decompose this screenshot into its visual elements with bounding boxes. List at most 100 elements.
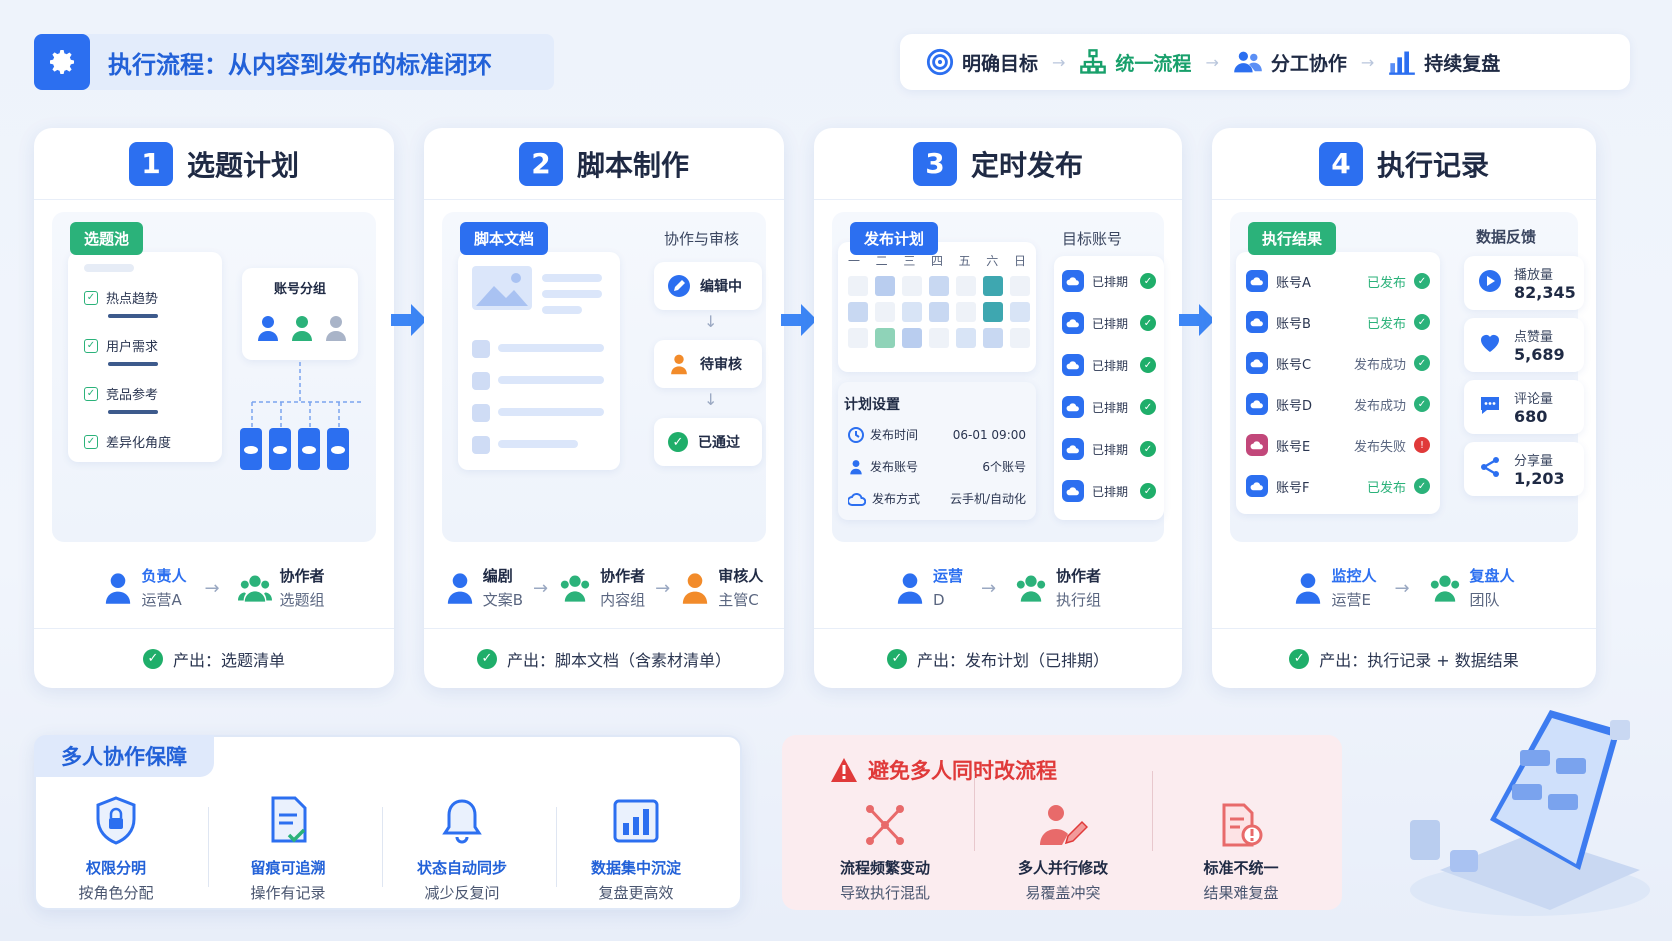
script-document bbox=[458, 252, 620, 470]
laptop-illustration bbox=[1410, 710, 1650, 916]
card-body: 一二三四五六日 发布计划 目标账号 已排期✓已排期✓已排期✓已排期✓已排期✓已排… bbox=[832, 212, 1164, 542]
calendar-day-cell bbox=[1010, 276, 1030, 296]
step-number: 1 bbox=[128, 141, 173, 186]
target-account-row: 已排期✓ bbox=[1062, 432, 1156, 466]
roles-row: 编剧文案B → 协作者内容组 → 审核人主管C bbox=[442, 548, 766, 628]
risk-item: 多人并行修改易覆盖冲突 bbox=[978, 803, 1148, 903]
check-icon: ✓ bbox=[668, 432, 688, 452]
cloud-icon bbox=[1062, 396, 1084, 418]
group-icon bbox=[1016, 575, 1046, 602]
role-monitor: 监控人运营E bbox=[1293, 564, 1376, 612]
arrow-icon: → bbox=[204, 577, 220, 599]
top-steps-bar: 明确目标 → 统一流程 → 分工协作 → 持续复盘 bbox=[900, 34, 1630, 90]
check-icon: ✓ bbox=[1140, 483, 1156, 499]
target-account-row: 已排期✓ bbox=[1062, 474, 1156, 508]
step-number: 2 bbox=[518, 141, 563, 186]
checkbox-icon: ✓ bbox=[84, 434, 98, 449]
shield-lock-icon bbox=[96, 796, 136, 845]
review-step-pending: 待审核 bbox=[654, 340, 762, 388]
cloud-icon bbox=[1246, 270, 1268, 292]
card-body: ✓热点趋势 ✓用户需求 ✓竞品参考 ✓差异化角度 选题池 账号分组 bbox=[52, 212, 376, 542]
arrow-icon: → bbox=[1205, 52, 1219, 72]
check-icon: ✓ bbox=[1289, 648, 1310, 669]
review-title: 协作与审核 bbox=[664, 230, 740, 248]
card-title: 执行记录 bbox=[1376, 148, 1489, 182]
user-icon bbox=[850, 459, 862, 474]
calendar-day-cell bbox=[929, 276, 949, 296]
risk-panel: 避免多人同时改流程 流程频繁变动导致执行混乱 多人并行修改易覆盖冲突 标准不统一… bbox=[782, 735, 1342, 910]
checkbox-icon: ✓ bbox=[84, 338, 98, 353]
arrow-down-icon: ↓ bbox=[704, 312, 718, 331]
calendar-day-cell bbox=[902, 328, 922, 348]
card-output: ✓产出：选题清单 bbox=[34, 628, 394, 688]
play-icon bbox=[1478, 269, 1502, 297]
page-title: 执行流程：从内容到发布的标准闭环 bbox=[108, 50, 492, 79]
user-icon bbox=[292, 316, 312, 341]
arrow-icon: → bbox=[980, 577, 997, 599]
feature-item: 状态自动同步减少反复问 bbox=[382, 795, 542, 903]
role-reviewer: 审核人主管C bbox=[680, 564, 763, 612]
check-icon: ✓ bbox=[886, 648, 907, 669]
user-icon bbox=[671, 354, 687, 375]
cloud-icon bbox=[1062, 312, 1084, 334]
step-number: 4 bbox=[1318, 141, 1363, 186]
heart-icon bbox=[1478, 331, 1502, 359]
user-icon bbox=[683, 573, 708, 604]
error-icon: ! bbox=[1414, 437, 1430, 453]
cloud-icon bbox=[1062, 354, 1084, 376]
arrow-icon: → bbox=[1052, 52, 1066, 72]
card-title: 选题计划 bbox=[186, 148, 299, 182]
target-accounts-title: 目标账号 bbox=[1062, 230, 1123, 248]
check-icon: ✓ bbox=[1140, 399, 1156, 415]
role-collaborator: 协作者选题组 bbox=[237, 564, 325, 612]
publish-calendar: 一二三四五六日 bbox=[838, 242, 1036, 372]
top-step-2: 统一流程 bbox=[1079, 48, 1191, 76]
arrow-icon: → bbox=[655, 577, 671, 599]
user-icon bbox=[326, 316, 346, 341]
feature-item: 数据集中沉淀复盘更高效 bbox=[556, 795, 716, 903]
cloud-icon bbox=[848, 492, 866, 506]
target-icon bbox=[926, 48, 954, 76]
checkbox-icon: ✓ bbox=[84, 386, 98, 401]
list-item: ✓用户需求 bbox=[84, 336, 158, 355]
top-step-3: 分工协作 bbox=[1233, 48, 1347, 76]
phone-devices-icon bbox=[240, 362, 362, 470]
user-icon bbox=[1296, 573, 1321, 604]
feedback-title: 数据反馈 bbox=[1476, 228, 1537, 246]
calendar-day-cell bbox=[1010, 302, 1030, 322]
cloud-icon bbox=[1062, 480, 1084, 502]
cloud-icon bbox=[1246, 434, 1268, 456]
arrow-down-icon: ↓ bbox=[704, 390, 718, 409]
risk-item: 标准不统一结果难复盘 bbox=[1156, 803, 1326, 903]
account-group-box: 账号分组 bbox=[242, 268, 358, 360]
card-body: 脚本文档 协作与审核 编辑中 ↓ 待审核 ↓ ✓已通过 bbox=[442, 212, 766, 542]
user-icon bbox=[447, 573, 472, 604]
warning-icon bbox=[831, 758, 857, 782]
check-icon: ✓ bbox=[1140, 357, 1156, 373]
tag-script-doc: 脚本文档 bbox=[460, 222, 549, 255]
calendar-day-cell bbox=[902, 302, 922, 322]
tag-topic-pool: 选题池 bbox=[70, 222, 144, 255]
list-item: ✓差异化角度 bbox=[84, 432, 171, 451]
check-icon: ✓ bbox=[1140, 315, 1156, 331]
calendar-day-cell bbox=[929, 328, 949, 348]
topic-pool-list: ✓热点趋势 ✓用户需求 ✓竞品参考 ✓差异化角度 bbox=[68, 252, 222, 462]
calendar-day-cell bbox=[956, 328, 976, 348]
role-collaborator: 协作者执行组 bbox=[1014, 564, 1101, 612]
card-topic-plan: 1 选题计划 ✓热点趋势 ✓用户需求 ✓竞品参考 ✓差异化角度 选题池 账号分组 bbox=[34, 128, 394, 688]
role-reviewer: 复盘人团队 bbox=[1428, 564, 1515, 612]
group-icon bbox=[237, 575, 272, 602]
